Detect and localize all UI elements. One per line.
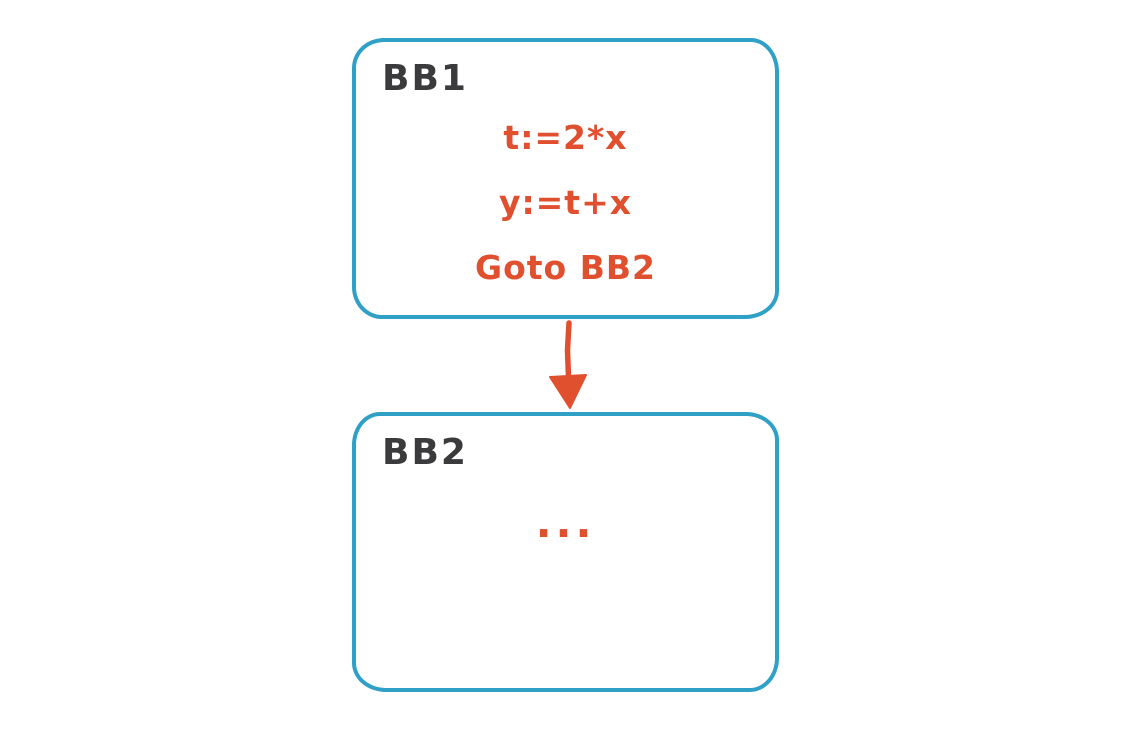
bb1-label: BB1 [382,58,468,99]
bb1-statement-2: y:=t+x [498,183,633,222]
bb2-label: BB2 [382,432,468,473]
bb1-code: t:=2*x y:=t+x Goto BB2 [356,118,775,313]
bb2-ellipsis: ... [535,498,596,547]
basic-block-bb1: BB1 t:=2*x y:=t+x Goto BB2 [352,38,779,319]
bb1-statement-1: t:=2*x [503,118,628,157]
arrow-down-icon [549,320,587,409]
bb1-statement-goto: Goto BB2 [475,248,656,287]
basic-block-bb2: BB2 ... [352,412,779,692]
